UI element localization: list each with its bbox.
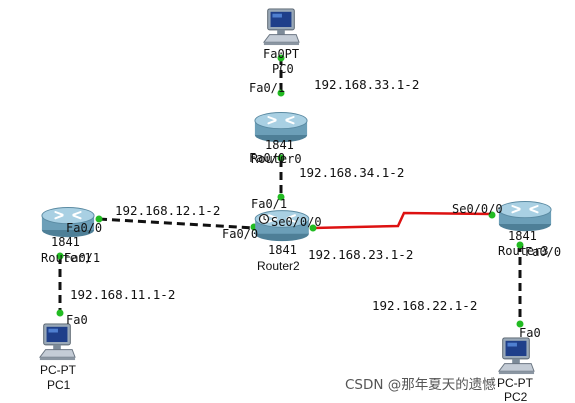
- pc1[interactable]: [39, 323, 76, 361]
- router1-name-label: Router1: [41, 251, 92, 265]
- router0-model-label: 1841: [265, 138, 294, 152]
- router2-port-left: Fa0/0: [222, 227, 258, 241]
- router-icon: [497, 200, 553, 233]
- port-dot: [516, 241, 524, 249]
- pc1-model-label: PC-PT: [40, 363, 77, 377]
- pc0[interactable]: [263, 8, 300, 46]
- router2[interactable]: [254, 209, 310, 243]
- network-label-12: 192.168.12.1-2: [115, 203, 220, 218]
- link-router1-router2[interactable]: [98, 217, 256, 230]
- network-label-22: 192.168.22.1-2: [372, 298, 477, 313]
- network-label-23: 192.168.23.1-2: [308, 247, 413, 262]
- router2-model-label: 1841: [268, 243, 297, 257]
- pc2-name-label: PC2: [504, 390, 528, 403]
- port-dot: [95, 215, 103, 223]
- port-dot: [56, 252, 64, 260]
- pc1-port: Fa0: [66, 313, 88, 327]
- pc0-model-label: Fa0PT: [263, 47, 299, 61]
- router1-port-right: Fa0/0: [66, 221, 102, 235]
- pc-icon: [39, 323, 76, 361]
- watermark-text-fill: CSDN @那年夏天的遗憾: [345, 377, 496, 393]
- port-dot: [56, 309, 64, 317]
- router3[interactable]: [497, 200, 553, 233]
- port-dot: [277, 89, 285, 97]
- serial-link-router2-router3[interactable]: [312, 211, 493, 230]
- pc-icon: [263, 8, 300, 46]
- pc-icon: [498, 337, 535, 375]
- router3-port-bottom: Fa0/0: [525, 245, 561, 259]
- router3-name-label: Router3: [498, 244, 549, 258]
- router2-port-top: Fa0/1: [251, 197, 287, 211]
- router1-port-bottom: Fa0/1: [64, 251, 100, 265]
- network-label-33: 192.168.33.1-2: [314, 77, 419, 92]
- router1-model-label: 1841: [51, 235, 80, 249]
- router3-model-label: 1841: [508, 229, 537, 243]
- router0-port-bottom: Fa0/0: [249, 151, 285, 165]
- clock-hands: [263, 216, 267, 221]
- port-dot: [488, 211, 496, 219]
- port-dots: [56, 54, 524, 328]
- router2-name-label: Router2: [257, 259, 300, 273]
- pc0-name-label: PC0: [272, 62, 294, 76]
- port-dot: [277, 193, 285, 201]
- router0-name-label: Router0: [251, 152, 302, 166]
- pc2-model-label: PC-PT: [497, 376, 534, 390]
- pc1-name-label: PC1: [47, 378, 71, 392]
- router2-port-serial: Se0/0/0: [271, 215, 322, 229]
- links-layer: [58, 57, 522, 325]
- router3-port-serial: Se0/0/0: [452, 202, 503, 216]
- network-label-34: 192.168.34.1-2: [299, 165, 404, 180]
- port-dot: [277, 54, 285, 62]
- pc2[interactable]: [498, 337, 535, 375]
- network-label-11: 192.168.11.1-2: [70, 287, 175, 302]
- watermark-text: CSDN @那年夏天的遗憾: [345, 377, 496, 393]
- port-dot: [516, 320, 524, 328]
- router0-port-top: Fa0/1: [249, 81, 285, 95]
- port-dot: [277, 154, 285, 162]
- pc2-port: Fa0: [519, 326, 541, 340]
- port-dot: [309, 224, 317, 232]
